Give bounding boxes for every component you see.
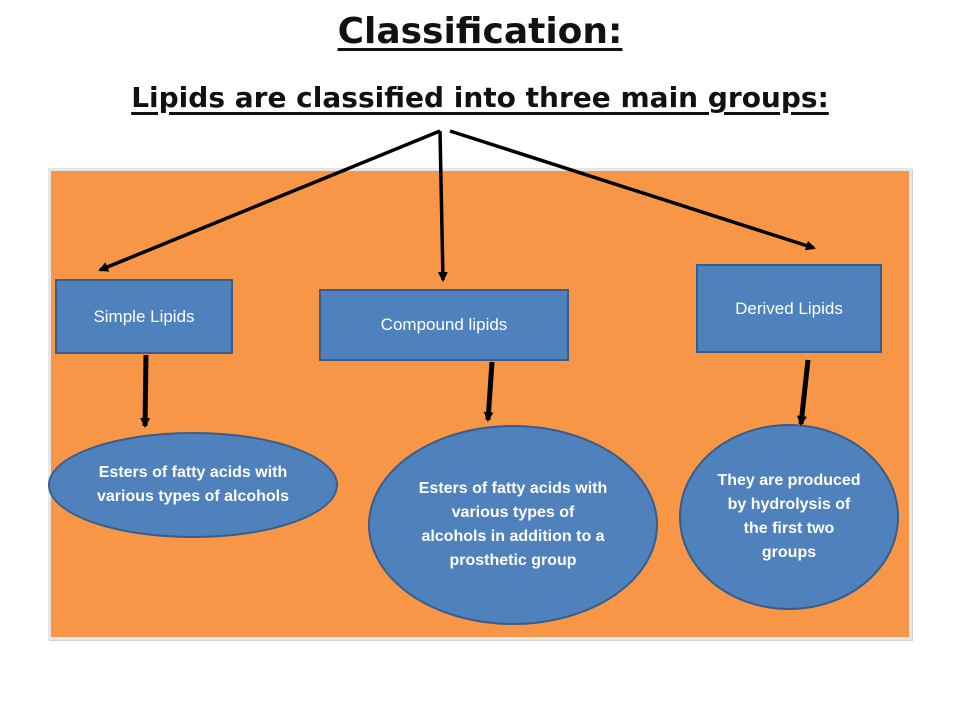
arrow-to-derived-lipids xyxy=(449,129,816,251)
arrow-derived-to-description xyxy=(796,359,811,426)
derived-lipids-description: They are produced by hydrolysis of the f… xyxy=(679,424,899,610)
compound-lipids-description-text: Esters of fatty acids with various types… xyxy=(418,480,608,569)
simple-lipids-description: Esters of fatty acids with various types… xyxy=(48,432,338,538)
arrow-compound-to-description xyxy=(483,361,495,422)
arrow-to-compound-lipids xyxy=(437,130,448,282)
simple-lipids-box: Simple Lipids xyxy=(55,279,233,354)
derived-lipids-description-text: They are produced by hydrolysis of the f… xyxy=(717,472,861,561)
compound-lipids-label: Compound lipids xyxy=(380,315,508,334)
compound-lipids-box: Compound lipids xyxy=(319,289,569,361)
simple-lipids-description-text: Esters of fatty acids with various types… xyxy=(96,464,290,505)
derived-lipids-label: Derived Lipids xyxy=(735,298,843,318)
slide-title: Classification: xyxy=(337,11,623,52)
compound-lipids-description: Esters of fatty acids with various types… xyxy=(368,425,658,625)
arrow-simple-to-description xyxy=(140,354,151,428)
arrow-to-simple-lipids xyxy=(98,129,441,272)
derived-lipids-box: Derived Lipids xyxy=(696,264,882,353)
slide-subtitle: Lipids are classified into three main gr… xyxy=(131,81,829,114)
simple-lipids-label: Simple Lipids xyxy=(93,306,195,326)
